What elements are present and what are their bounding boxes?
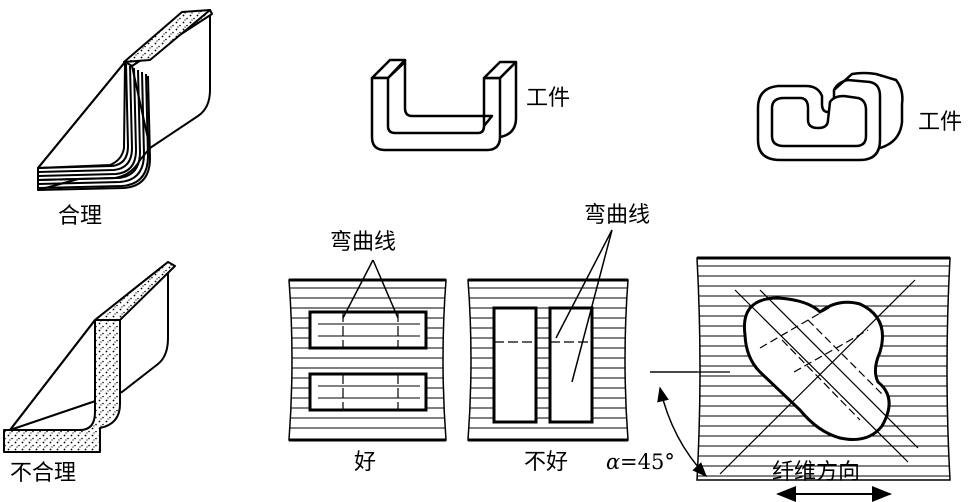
workpiece-u-shape [370,58,518,152]
label-reasonable: 合理 [58,204,103,229]
strip-panel-good [288,259,447,442]
label-alpha-value: =45° [620,450,675,474]
workpiece-heart-shape [756,71,904,162]
label-fiber-direction: 纤维方向 [772,460,861,485]
label-good: 好 [354,450,377,475]
fiber-direction-panel [650,256,951,502]
label-bend-line-1: 弯曲线 [330,230,397,255]
label-not-good: 不好 [524,450,569,475]
label-workpiece-1: 工件 [526,86,571,111]
unreasonable-bent-part [3,261,176,453]
label-alpha-symbol: α [606,450,621,474]
label-bend-line-2: 弯曲线 [584,203,651,228]
label-workpiece-2: 工件 [918,110,963,135]
reasonable-bent-part [37,9,213,191]
label-unreasonable: 不合理 [10,461,77,486]
strip-panel-not-good [467,229,629,442]
